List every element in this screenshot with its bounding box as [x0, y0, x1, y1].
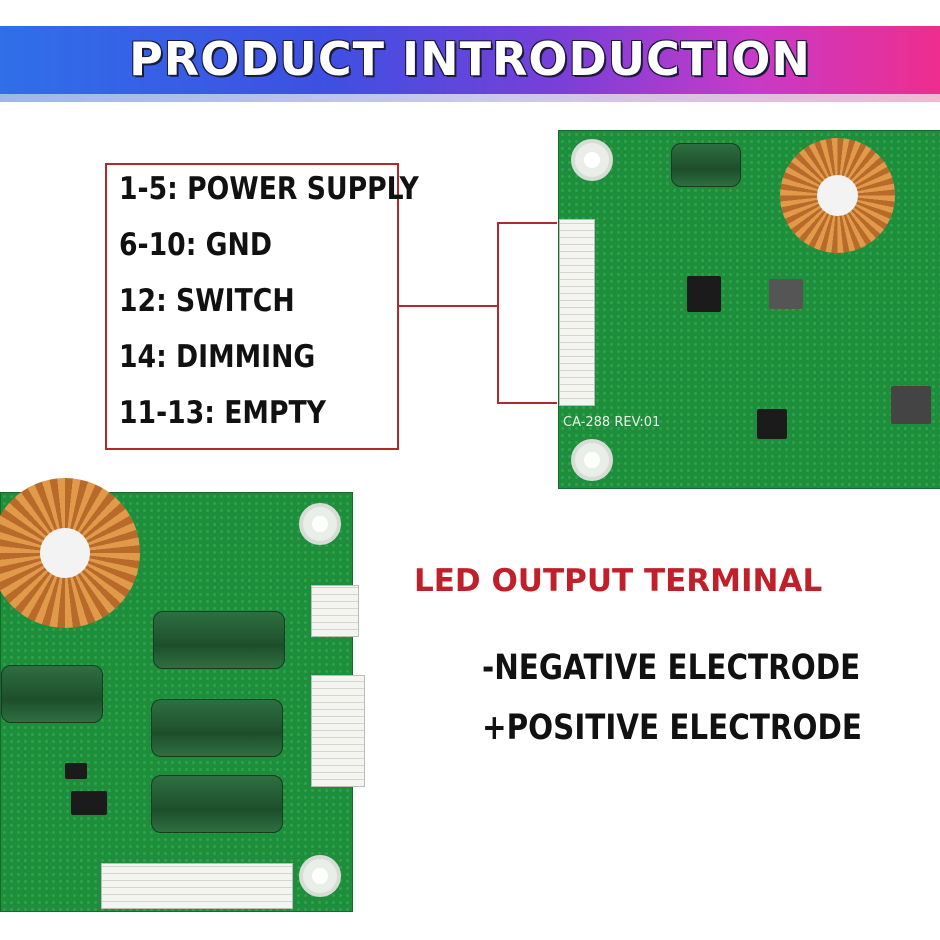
mounting-hole: [571, 139, 613, 181]
mounting-hole: [299, 503, 341, 545]
ic-chip: [687, 276, 721, 312]
title-banner: PRODUCT INTRODUCTION: [0, 26, 940, 102]
connector-cn5: [101, 863, 293, 909]
inductor-coil: [0, 478, 140, 628]
pin-line: 14: DIMMING: [119, 339, 316, 375]
negative-electrode-label: -NEGATIVE ELECTRODE: [482, 648, 861, 688]
pin-line: 6-10: GND: [119, 227, 272, 263]
capacitor: [1, 665, 103, 723]
positive-electrode-label: +POSITIVE ELECTRODE: [482, 708, 863, 748]
pin-definition-box: 1-5: POWER SUPPLY 6-10: GND 12: SWITCH 1…: [105, 163, 419, 450]
transistor: [891, 386, 931, 424]
inductor-coil: [780, 138, 895, 253]
pin-line: 1-5: POWER SUPPLY: [119, 171, 419, 207]
mounting-hole: [299, 855, 341, 897]
mounting-hole: [571, 439, 613, 481]
diode: [71, 791, 107, 815]
pin-line: 11-13: EMPTY: [119, 395, 326, 431]
diode: [65, 763, 87, 779]
capacitor: [153, 611, 285, 669]
output-connector-cn2: [311, 585, 359, 637]
ic-chip: [757, 409, 787, 439]
capacitor: [151, 699, 283, 757]
output-connector-cn4: [311, 675, 365, 787]
transistor: [769, 279, 803, 309]
board-marking: CA-288 REV:01: [563, 415, 661, 430]
capacitor: [671, 143, 741, 187]
callout-bracket: [497, 222, 557, 404]
pin-line: 12: SWITCH: [119, 283, 295, 319]
capacitor: [151, 775, 283, 833]
led-output-title: LED OUTPUT TERMINAL: [414, 563, 823, 599]
input-connector: [559, 219, 595, 406]
banner-title: PRODUCT INTRODUCTION: [129, 32, 811, 86]
callout-line: [397, 305, 497, 307]
